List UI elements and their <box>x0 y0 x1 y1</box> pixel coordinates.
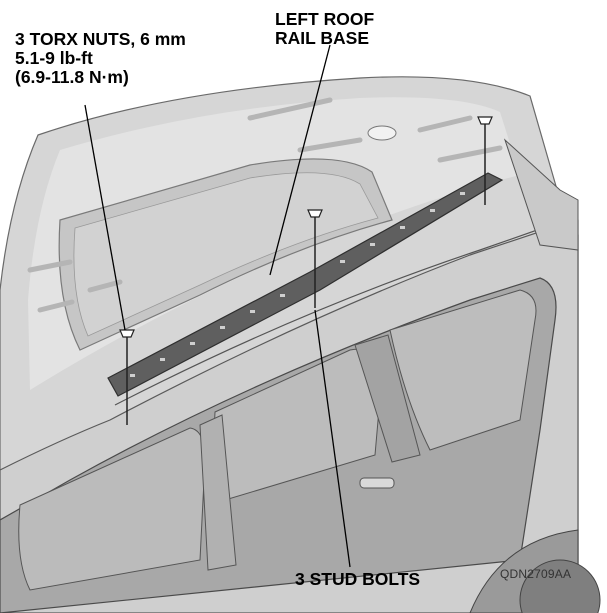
rail-base-label: LEFT ROOF RAIL BASE <box>275 10 374 48</box>
leader-torx-nuts <box>84 104 126 331</box>
rail-base-line-1: LEFT ROOF <box>275 9 375 29</box>
door-handle <box>359 477 395 489</box>
figure-code-text: QDN2709AA <box>500 567 572 581</box>
torx-nuts-label: 3 TORX NUTS, 6 mm 5.1-9 lb-ft (6.9-11.8 … <box>15 30 186 87</box>
rail-clip-marks <box>130 192 465 377</box>
c-pillar <box>354 334 421 463</box>
figure-code: QDN2709AA <box>500 567 571 581</box>
stud-bolts-text: 3 STUD BOLTS <box>295 569 421 589</box>
sunroof-inner <box>73 172 379 337</box>
antenna-icon <box>367 125 397 141</box>
front-window-glass <box>18 427 206 591</box>
rail-base-line-2: RAIL BASE <box>275 28 369 48</box>
torx-nuts-line-1: 3 TORX NUTS, 6 mm <box>15 29 186 49</box>
rear-window-glass <box>389 289 537 451</box>
b-pillar <box>199 414 237 571</box>
stud-bolts-label: 3 STUD BOLTS <box>295 570 420 589</box>
torx-nuts-line-3: (6.9-11.8 N·m) <box>15 67 129 87</box>
stud-bolt-rear <box>477 116 493 205</box>
rear-tail <box>503 138 579 251</box>
roof-ribs <box>27 97 503 313</box>
leader-stud-bolts <box>314 309 351 568</box>
wheel-icon <box>519 559 601 613</box>
stud-bolt-middle <box>307 209 323 308</box>
torx-nuts-line-2: 5.1-9 lb-ft <box>15 48 93 68</box>
roof-edge-line <box>114 221 561 406</box>
stud-bolt-front <box>119 329 135 425</box>
leader-rail-base <box>269 44 331 276</box>
